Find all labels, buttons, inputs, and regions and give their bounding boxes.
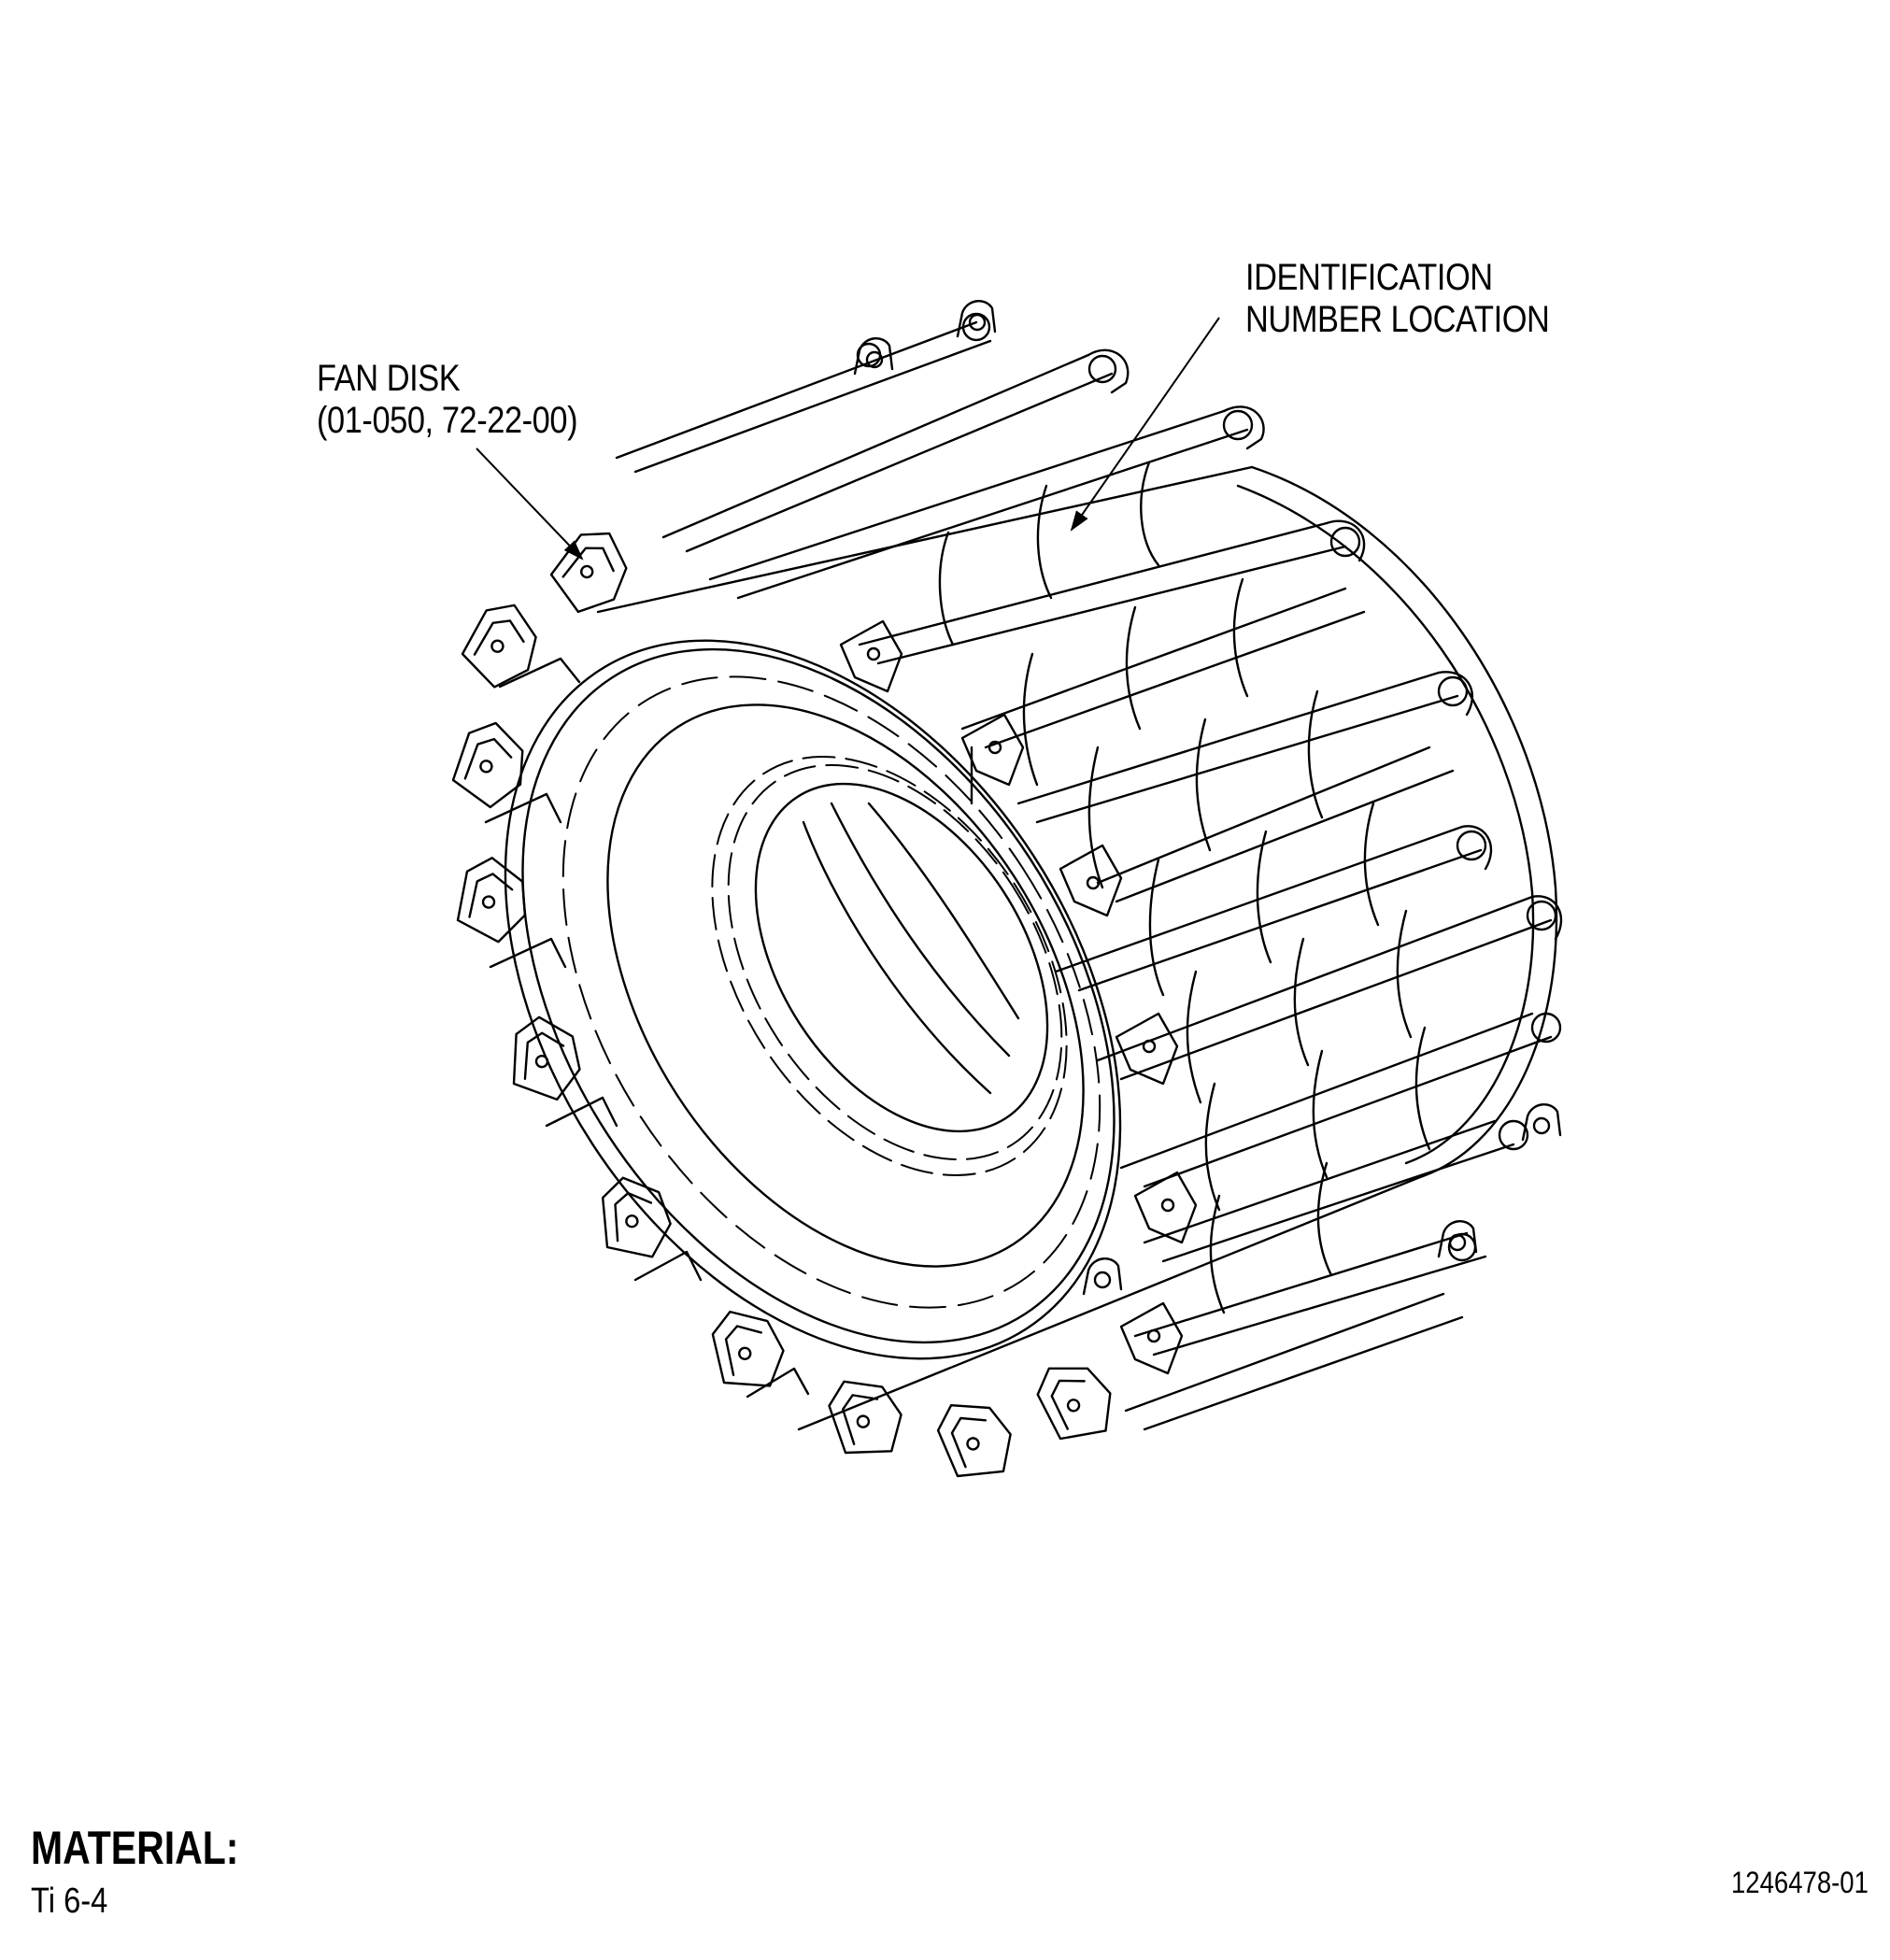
material-heading: MATERIAL: bbox=[31, 1822, 239, 1874]
back-lugs bbox=[853, 300, 1562, 1296]
fan-disk-label: FAN DISK bbox=[317, 358, 461, 399]
front-dovetail-posts bbox=[451, 532, 1112, 1478]
fan-disk-reference: (01-050, 72-22-00) bbox=[317, 400, 578, 441]
leader-lines bbox=[476, 317, 1220, 561]
figure-number: 1246478-01 bbox=[1731, 1866, 1869, 1899]
disk-rim-body bbox=[596, 465, 1558, 1431]
rim-dovetail-slots bbox=[615, 312, 1563, 1431]
identification-leader bbox=[1070, 317, 1220, 532]
identification-number-callout: IDENTIFICATION NUMBER LOCATION bbox=[1245, 257, 1550, 341]
material-value: Ti 6-4 bbox=[31, 1882, 108, 1921]
fan-disk-callout: FAN DISK (01-050, 72-22-00) bbox=[317, 358, 578, 442]
slot-end-faces bbox=[839, 619, 1198, 1375]
identification-label-line1: IDENTIFICATION bbox=[1245, 257, 1493, 298]
identification-label-line2: NUMBER LOCATION bbox=[1245, 299, 1550, 340]
fan-disk-leader bbox=[476, 447, 584, 561]
disk-front-face bbox=[504, 639, 1122, 1360]
rim-cross-ribs bbox=[938, 461, 1431, 1314]
